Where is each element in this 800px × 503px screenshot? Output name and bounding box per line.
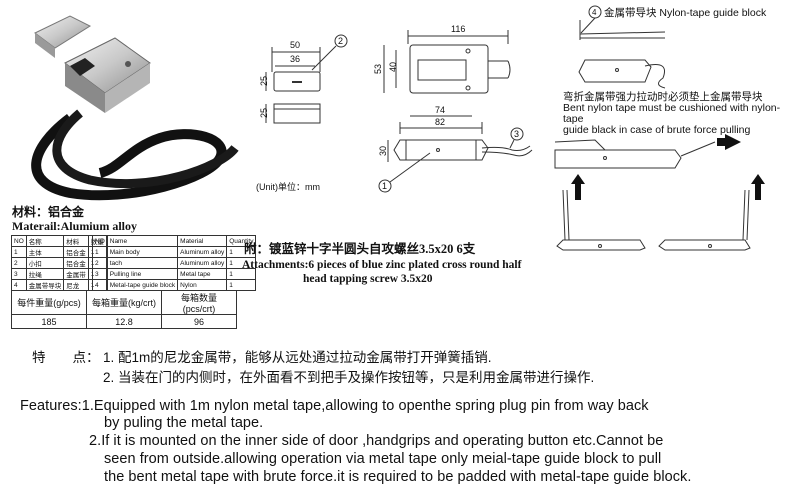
table-cell: Metal-tape guide block xyxy=(106,279,179,291)
material-en: Materail:Alumium alloy xyxy=(12,219,137,233)
table-cell: 4 xyxy=(92,279,108,291)
guide-note-en-2: guide black in case of brute force pulli… xyxy=(563,124,751,136)
header-cell: 每件重量(g/pcs) xyxy=(11,290,87,315)
features-en-line-3: 2.If it is mounted on the inner side of … xyxy=(89,433,664,449)
weights-table: 每件重量(g/pcs) 每箱重量(kg/crt) 每箱数量(pcs/crt) 1… xyxy=(11,290,237,329)
features-en-line-2: by puling the metal tape. xyxy=(104,415,264,431)
dim-50: 50 xyxy=(290,40,300,50)
table-cell: Pulling line xyxy=(106,268,179,280)
table-row: 2 tach Aluminum alloy 1 xyxy=(92,257,257,269)
header-cell: Material xyxy=(177,235,228,247)
dim-116: 116 xyxy=(451,24,465,34)
table-cell: 小扣 xyxy=(25,257,65,269)
product-photo xyxy=(10,8,250,208)
features-en-line-5: the bent metal tape with brute force.it … xyxy=(104,469,692,485)
dim-25-b: 25 xyxy=(259,108,269,118)
header-cell: NO xyxy=(92,235,108,247)
table-cell: Aluminum alloy xyxy=(177,257,228,269)
table-cell: Metal tape xyxy=(177,268,228,280)
table-cell: 1 xyxy=(11,246,27,258)
features-en-line-1: Features:1.Equipped with 1m nylon metal … xyxy=(20,398,649,414)
header-cell: 名称 xyxy=(25,235,65,247)
unit-label: (Unit)单位：mm xyxy=(256,182,320,192)
header-cell: Name xyxy=(106,235,179,247)
table-cell: 金属带导块 xyxy=(25,279,65,291)
material-block: 材料：铝合金 Materail:Alumium alloy xyxy=(12,205,137,233)
guide-note-cn: 弯折金属带强力拉动时必须垫上金属带导块 xyxy=(563,91,763,103)
dim-40: 40 xyxy=(388,62,398,72)
callout-4: 4 xyxy=(592,8,597,17)
header-cell: 材料 xyxy=(63,235,89,247)
table-cell: 铝合金 xyxy=(63,246,89,258)
guide-title: 金属带导块 Nylon-tape guide block xyxy=(604,6,767,19)
attachments-en-line-2: head tapping screw 3.5x20 xyxy=(303,273,433,285)
table-cell: 3 xyxy=(92,268,108,280)
table-row: 185 12.8 96 xyxy=(11,314,237,329)
guide-note-en-1: Bent nylon tape must be cushioned with n… xyxy=(563,102,781,125)
table-header: NO 名称 材料 数量 xyxy=(11,235,107,247)
table-cell: Aluminum alloy xyxy=(177,246,228,258)
table-cell: 4 xyxy=(11,279,27,291)
technical-drawing: 50 36 25 25 2 116 53 40 74 82 30 3 1 xyxy=(259,24,533,193)
table-cell: 主体 xyxy=(25,246,65,258)
dim-30: 30 xyxy=(378,146,388,156)
features-cn-label: 特 点： xyxy=(32,350,100,365)
table-cell: tach xyxy=(106,257,179,269)
callout-1: 1 xyxy=(382,181,387,191)
table-header: 每件重量(g/pcs) 每箱重量(kg/crt) 每箱数量(pcs/crt) xyxy=(11,290,237,315)
table-cell: Main body xyxy=(106,246,179,258)
callout-2: 2 xyxy=(338,36,343,46)
table-cell: 3 xyxy=(11,268,27,280)
table-cell: 拉绳 xyxy=(25,268,65,280)
table-cell: 2 xyxy=(11,257,27,269)
table-header: NO Name Material Quantity xyxy=(92,235,257,247)
header-cell: NO xyxy=(11,235,27,247)
dim-25-a: 25 xyxy=(259,76,269,86)
table-cell: 96 xyxy=(161,314,237,329)
table-cell: 1 xyxy=(226,279,257,291)
callout-3: 3 xyxy=(514,129,519,139)
table-cell: Nylon xyxy=(177,279,228,291)
dim-82: 82 xyxy=(435,117,445,127)
features-cn-line-1: 1. 配1m的尼龙金属带，能够从远处通过拉动金属带打开弹簧插销. xyxy=(103,350,492,365)
attachments-en-line-1: Attachments:6 pieces of blue zinc plated… xyxy=(242,259,522,271)
guide-note: 弯折金属带强力拉动时必须垫上金属带导块 Bent nylon tape must… xyxy=(563,92,800,136)
table-row: 3 Pulling line Metal tape 1 xyxy=(92,268,257,280)
attachments-cn: 附：镀蓝锌十字半圆头自攻螺丝3.5x20 6支 xyxy=(244,242,476,256)
table-cell: 12.8 xyxy=(86,314,162,329)
features-cn-line-2: 2. 当装在门的内侧时，在外面看不到把手及操作按钮等，只是利用金属带进行操作. xyxy=(103,370,595,385)
table-cell: 2 xyxy=(92,257,108,269)
table-cell: 铝合金 xyxy=(63,257,89,269)
table-row: 1 Main body Aluminum alloy 1 xyxy=(92,246,257,258)
features-en-line-4: seen from outside.allowing operation via… xyxy=(104,451,662,467)
table-cell: 1 xyxy=(92,246,108,258)
dim-53: 53 xyxy=(373,64,383,74)
table-cell: 185 xyxy=(11,314,87,329)
header-cell: 每箱数量(pcs/crt) xyxy=(161,290,237,315)
table-row: 4 Metal-tape guide block Nylon 1 xyxy=(92,279,257,291)
material-cn: 材料：铝合金 xyxy=(12,205,85,219)
dim-36: 36 xyxy=(290,54,300,64)
header-cell: 每箱重量(kg/crt) xyxy=(86,290,162,315)
table-cell: 金属带 xyxy=(63,268,89,280)
parts-table-en: NO Name Material Quantity 1 Main body Al… xyxy=(92,235,257,291)
table-cell: 尼龙 xyxy=(63,279,89,291)
guide-block-diagram: 4 金属带导块 Nylon-tape guide block xyxy=(554,5,767,251)
dim-74: 74 xyxy=(435,105,445,115)
